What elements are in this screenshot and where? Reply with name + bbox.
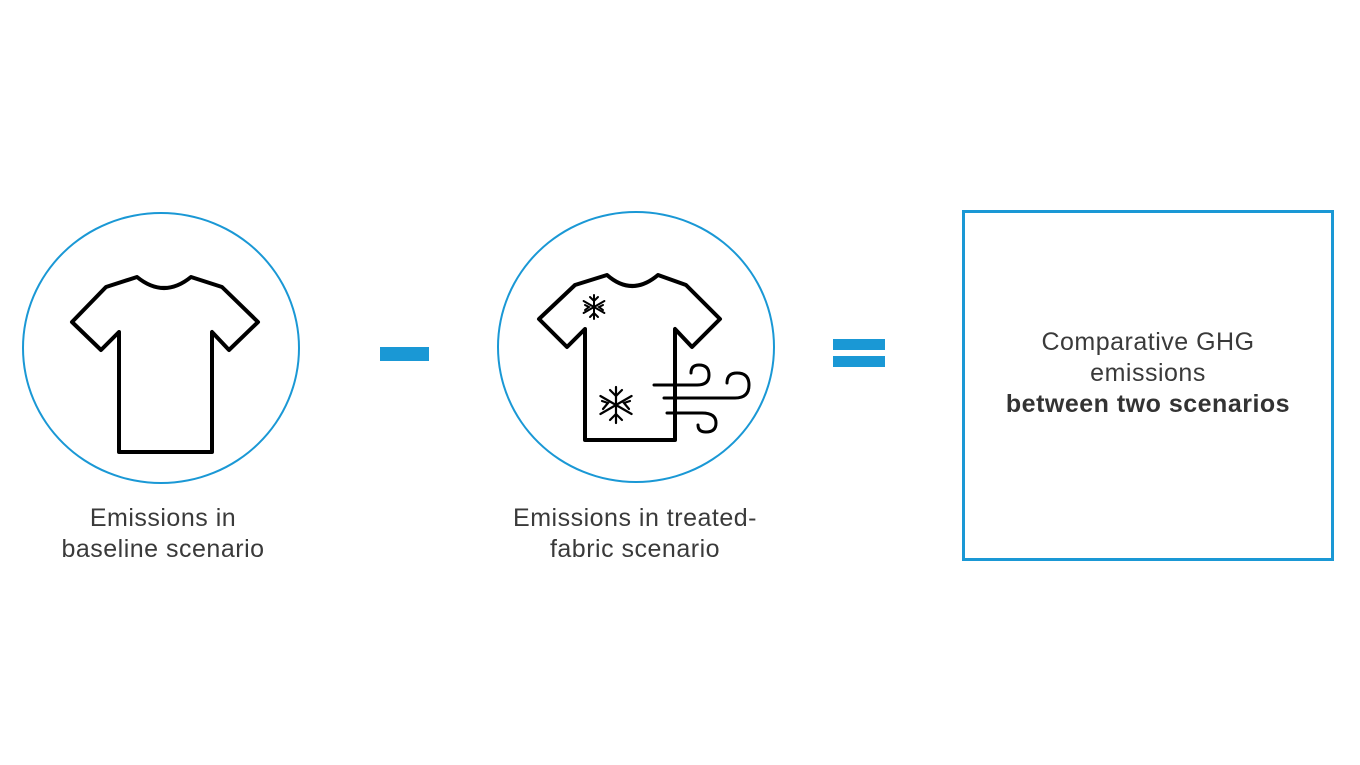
minus-sign: [380, 347, 429, 361]
snowflake-large-icon: [599, 385, 633, 425]
result-line1: Comparative GHG: [1041, 328, 1255, 356]
equals-sign-top-bar: [833, 339, 885, 350]
result-text: Comparative GHG emissions between two sc…: [965, 327, 1331, 420]
baseline-circle: [22, 212, 300, 484]
snowflake-small-icon: [582, 294, 606, 320]
treated-caption-line2: fabric scenario: [549, 535, 721, 563]
wind-icon: [652, 363, 751, 434]
baseline-caption: Emissions in baseline scenario: [30, 503, 296, 565]
treated-caption: Emissions in treated- fabric scenario: [480, 503, 790, 565]
result-line2: emissions: [1090, 359, 1206, 387]
treated-circle: [497, 211, 775, 483]
t-shirt-snowflake-wind-icon: [537, 273, 751, 442]
result-line3: between two scenarios: [1005, 390, 1291, 418]
baseline-caption-line1: Emissions in: [89, 504, 237, 532]
treated-caption-line1: Emissions in treated-: [513, 504, 757, 532]
result-box: Comparative GHG emissions between two sc…: [962, 210, 1334, 561]
equals-sign-bottom-bar: [833, 356, 885, 367]
baseline-caption-line2: baseline scenario: [61, 535, 265, 563]
t-shirt-icon: [70, 275, 260, 454]
